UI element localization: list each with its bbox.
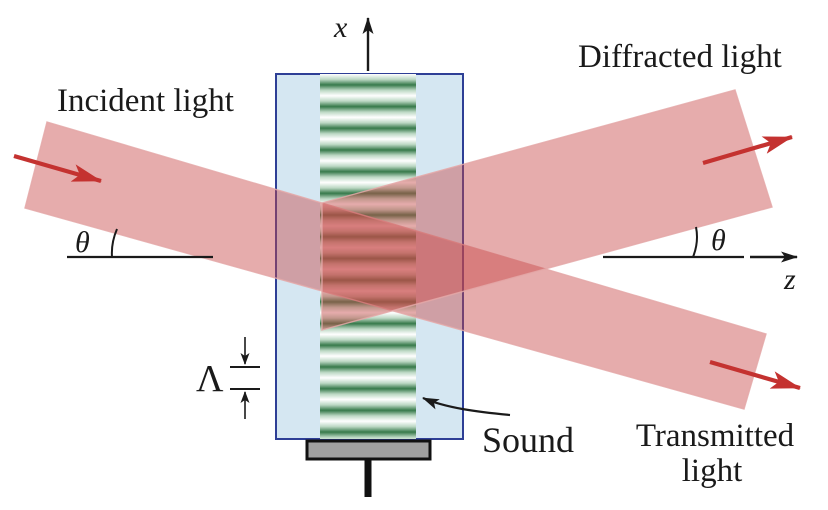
theta-arc-left — [110, 228, 118, 258]
incident-direction-arrow — [13, 153, 102, 184]
x-axis-label: x — [333, 11, 348, 44]
incident-transmitted-beam — [24, 121, 767, 410]
lambda-label: Λ — [196, 358, 224, 400]
transducer — [305, 439, 432, 461]
diffracted-direction-arrow — [702, 134, 793, 166]
lambda-dimension: Λ — [196, 337, 260, 419]
incident-light-label: Incident light — [57, 83, 234, 119]
theta-label-left: θ — [75, 226, 90, 259]
transducer-stem — [364, 459, 372, 497]
sound-pointer-arrow — [422, 396, 511, 417]
z-axis-label: z — [783, 263, 796, 296]
sound-label: Sound — [482, 420, 574, 460]
transmitted-light-label-line2: light — [682, 453, 743, 489]
theta-arc-right — [692, 226, 698, 258]
theta-label-right: θ — [711, 224, 726, 257]
diffracted-beam — [321, 89, 773, 331]
sound-wavefronts — [320, 74, 416, 439]
diffracted-light-label: Diffracted light — [578, 39, 782, 75]
transmitted-direction-arrow — [709, 359, 801, 391]
transmitted-light-label-line1: Transmitted — [636, 418, 795, 454]
